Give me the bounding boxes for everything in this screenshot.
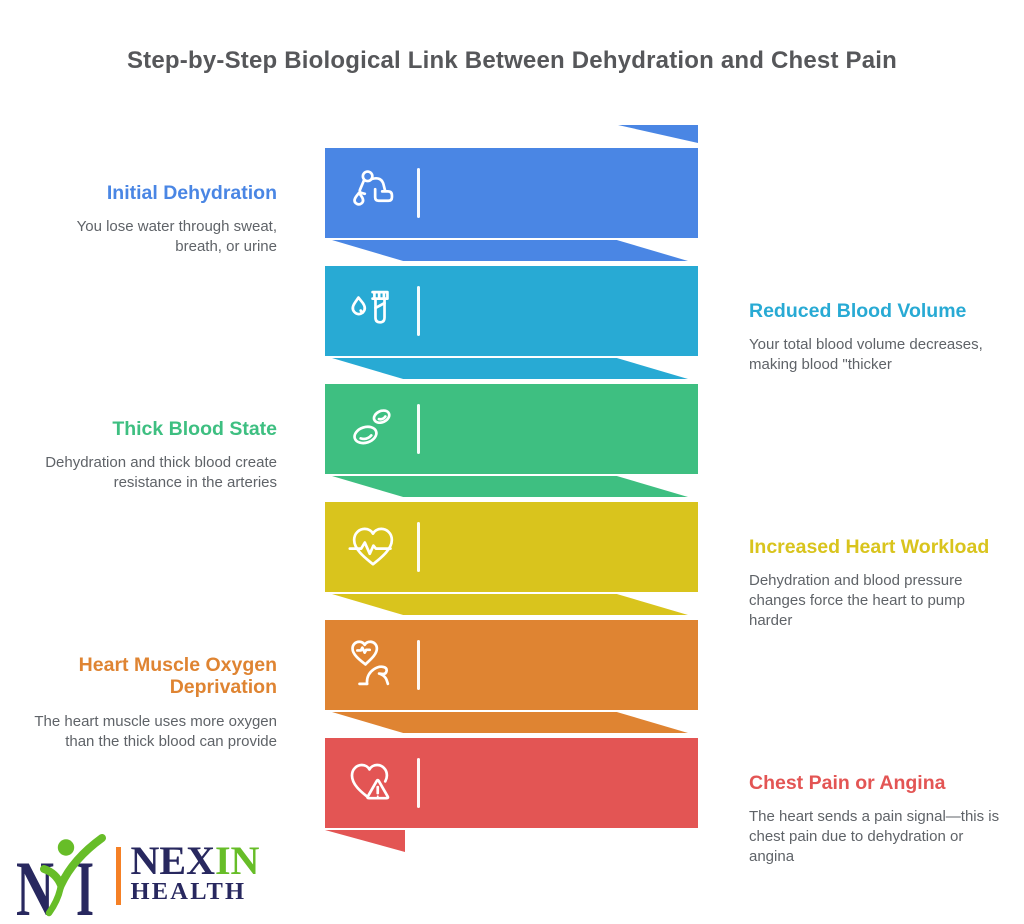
banner-divider [417,286,420,336]
step-3-ribbon-banner [325,384,698,474]
red-blood-cells-icon [345,401,401,457]
step-title: Reduced Blood Volume [749,300,967,322]
step-1-initial-dehydration: Initial Dehydration You lose water throu… [0,125,1024,266]
logo-monogram-graphic: N I [16,834,106,924]
step-2-label: Reduced Blood Volume Your total blood vo… [749,300,1001,375]
step-2-ribbon-banner [325,266,698,356]
banner-divider [417,404,420,454]
logo-letter-i: I [76,845,94,917]
step-title: Increased Heart Workload [749,536,990,558]
step-6-ribbon-banner [325,738,698,828]
step-1-label: Initial Dehydration You lose water throu… [27,182,277,257]
banner-divider [417,758,420,808]
heart-muscle-icon [345,637,401,693]
step-5-heart-muscle-oxygen-deprivation: Heart Muscle Oxygen Deprivation The hear… [0,620,1024,750]
heart-ecg-icon [345,519,401,575]
step-title: Initial Dehydration [106,182,277,204]
sweating-person-icon [345,165,401,221]
step-4-ribbon-banner [325,502,698,592]
step-5-label: Heart Muscle Oxygen Deprivation The hear… [27,654,277,751]
banner-divider [417,522,420,572]
step-6-chest-pain-or-angina: Chest Pain or Angina The heart sends a p… [0,738,1024,865]
nexin-health-logo: N I NEXIN HEALTH [16,833,260,924]
person-checkmark-icon [40,834,106,917]
logo-wordmark: NEXIN HEALTH [130,841,260,906]
page-title: Step-by-Step Biological Link Between Deh… [126,47,898,74]
ribbon-fold [332,594,688,615]
banner-divider [417,168,420,218]
logo-divider-bar [116,847,121,905]
ribbon-fold [332,476,688,497]
step-3-label: Thick Blood State Dehydration and thick … [27,418,277,493]
step-4-label: Increased Heart Workload Dehydration and… [749,536,1001,631]
heart-warning-icon [345,755,401,811]
step-title: Heart Muscle Oxygen Deprivation [78,654,277,699]
logo-name: NEXIN [131,841,260,881]
logo-name-primary: NEX [130,838,215,884]
ribbon-tail-fold [325,830,405,852]
ribbon-fold [332,240,688,261]
ribbon-fold [332,358,688,379]
ribbon-top-fold [618,125,698,143]
step-description: You lose water through sweat, breath, or… [76,218,277,256]
step-description: Dehydration and thick blood create resis… [45,454,277,492]
logo-letter-n: N [16,845,54,917]
logo-name-accent: IN [214,838,260,884]
step-description: Your total blood volume decreases, makin… [749,336,983,374]
step-title: Chest Pain or Angina [749,772,946,794]
logo-subtitle: HEALTH [130,878,247,906]
ribbon-fold [332,712,688,733]
step-5-ribbon-banner [325,620,698,710]
step-6-label: Chest Pain or Angina The heart sends a p… [749,772,1001,867]
step-description: The heart sends a pain signal—this is ch… [749,808,1000,866]
step-2-reduced-blood-volume: Reduced Blood Volume Your total blood vo… [0,266,1024,384]
step-3-thick-blood-state: Thick Blood State Dehydration and thick … [0,384,1024,502]
step-1-ribbon-banner [325,148,698,238]
step-description: Dehydration and blood pressure changes f… [749,572,965,630]
nexin-logo-mark: N I [16,833,108,924]
step-title: Thick Blood State [112,418,277,440]
step-4-increased-heart-workload: Increased Heart Workload Dehydration and… [0,502,1024,629]
blood-drop-test-tube-icon [345,283,401,339]
step-description: The heart muscle uses more oxygen than t… [34,712,277,750]
banner-divider [417,640,420,690]
